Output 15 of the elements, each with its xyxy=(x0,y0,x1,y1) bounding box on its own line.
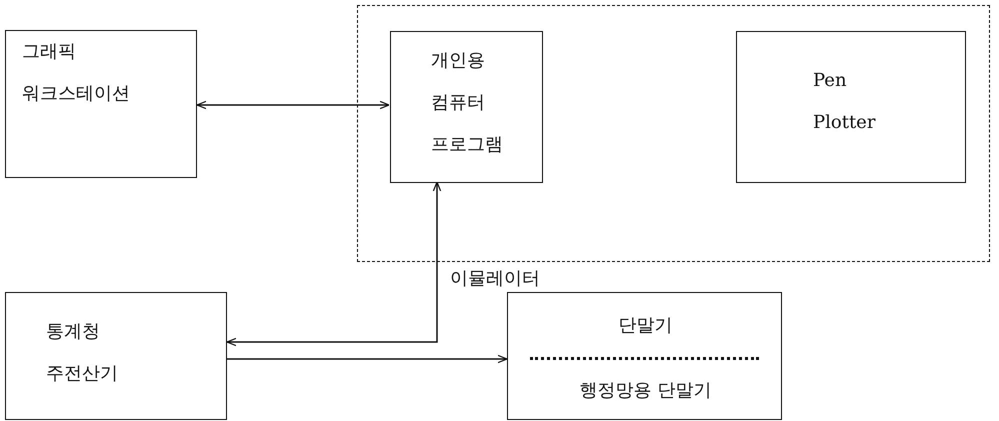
device-label: Pen Plotter xyxy=(813,69,876,135)
device-box xyxy=(5,30,197,178)
device-label: 행정망용 단말기 xyxy=(578,379,712,403)
device-label: 개인용 컴퓨터 프로그램 xyxy=(431,49,504,157)
device-label: 그래픽 워크스테이션 xyxy=(22,40,131,106)
device-label: 통계청 주전산기 xyxy=(46,320,116,386)
device-box xyxy=(736,31,966,183)
arrow xyxy=(226,181,442,346)
arrow xyxy=(196,100,390,110)
device-box xyxy=(5,292,227,420)
dashed-group-frame xyxy=(357,5,990,262)
device-box xyxy=(390,31,543,183)
device-box xyxy=(507,292,782,420)
arrow xyxy=(227,354,508,364)
device-label: 단말기 xyxy=(618,314,674,338)
